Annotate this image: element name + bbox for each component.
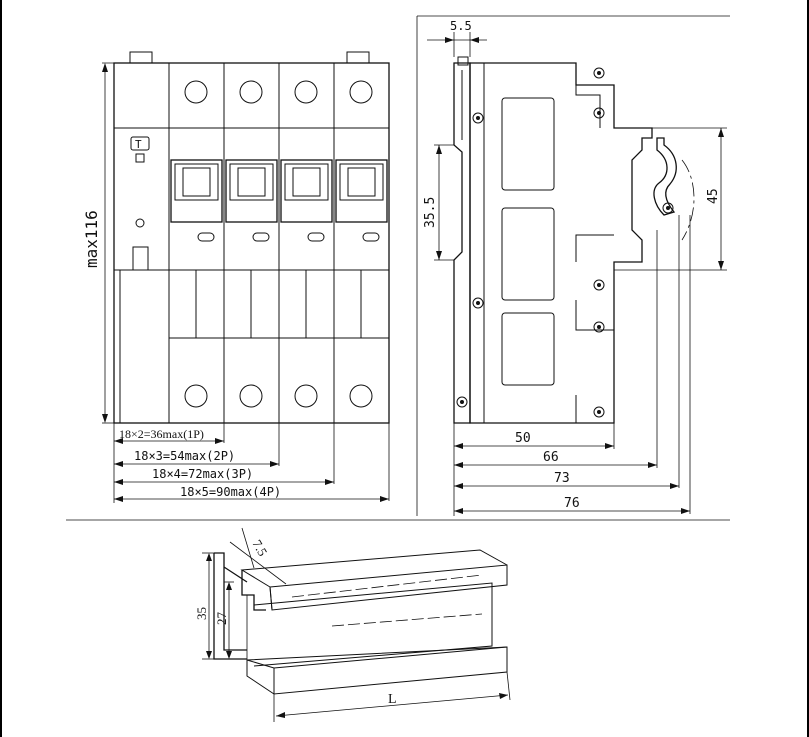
depth-label-76: 76 — [564, 496, 580, 511]
width-label-4p: 18×5=90max(4P) — [180, 485, 281, 499]
screws — [456, 67, 674, 418]
toggle-handles — [170, 159, 388, 242]
top-terminals — [184, 80, 373, 104]
height-dimension — [102, 62, 129, 424]
front-view: T — [102, 51, 390, 503]
depth-label-73: 73 — [554, 471, 570, 486]
bottom-terminals — [184, 384, 373, 408]
flange-width-label: 7.5 — [249, 537, 270, 559]
rail-length-label: L — [388, 692, 397, 707]
rail-inner-height-label: 27 — [214, 612, 229, 626]
test-module: T — [130, 136, 150, 271]
side-body — [469, 62, 653, 424]
din-rail-view — [202, 527, 511, 722]
side-view — [416, 15, 730, 516]
rail-outer-height-label: 35 — [194, 607, 209, 620]
top-width-label: 5.5 — [450, 19, 472, 33]
width-label-3p: 18×4=72max(3P) — [152, 467, 253, 481]
din-clip-left — [129, 51, 153, 63]
window-top — [501, 97, 555, 191]
svg-text:T: T — [135, 138, 142, 151]
breaker-body — [113, 62, 390, 424]
depth-label-66: 66 — [543, 450, 559, 465]
rail-height-label: 35.5 — [423, 197, 438, 228]
window-bottom — [501, 312, 555, 386]
height-label: max116 — [82, 210, 101, 268]
width-label-2p: 18×3=54max(2P) — [134, 449, 235, 463]
width-dimension-lines — [113, 423, 390, 503]
din-clip-right — [346, 51, 370, 63]
clamp-hook — [653, 137, 677, 216]
clamp-height-label: 45 — [706, 188, 721, 204]
window-mid — [501, 207, 555, 301]
depth-label-50: 50 — [515, 431, 531, 446]
width-label-1p: 18×2=36max(1P) — [119, 427, 204, 441]
